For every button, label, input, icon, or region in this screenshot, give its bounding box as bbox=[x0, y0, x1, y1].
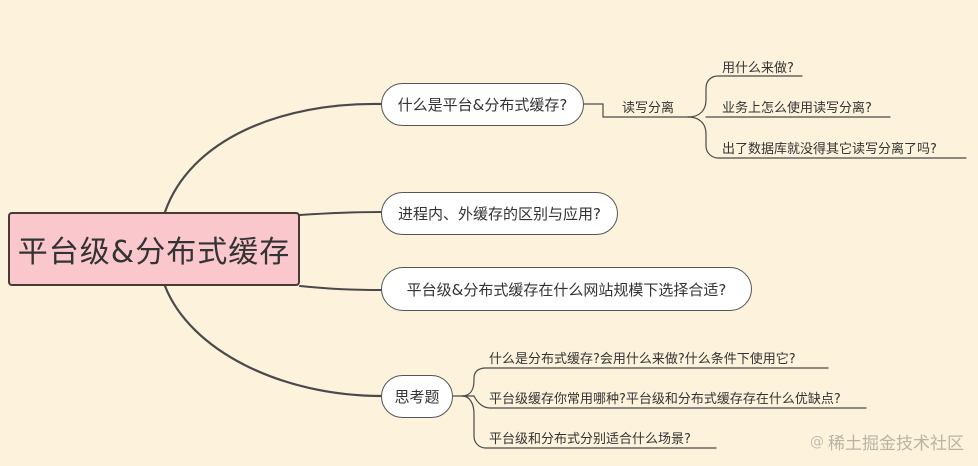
topic-in-out-process-cache[interactable]: 进程内、外缓存的区别与应用? bbox=[381, 192, 618, 235]
thinking-item[interactable]: 什么是分布式缓存?会用什么来做?什么条件下使用它? bbox=[489, 352, 796, 367]
connector-topic1-subtopic bbox=[583, 103, 689, 118]
connector-subtopic-bracket bbox=[687, 75, 803, 118]
read-write-item[interactable]: 出了数据库就没得其它读写分离了吗? bbox=[722, 142, 937, 157]
topic-label: 进程内、外缓存的区别与应用? bbox=[398, 205, 601, 223]
root-label: 平台级&分布式缓存 bbox=[17, 235, 291, 270]
read-write-item[interactable]: 用什么来做? bbox=[722, 61, 794, 76]
thinking-item[interactable]: 平台级和分布式分别适合什么场景? bbox=[489, 432, 691, 447]
connector-root-topic-2 bbox=[299, 211, 383, 216]
topic-label: 什么是平台&分布式缓存? bbox=[397, 96, 568, 114]
connector-thinking-1 bbox=[451, 367, 829, 397]
connector-root-topic-3 bbox=[299, 285, 383, 291]
connector-thinking-3 bbox=[461, 395, 717, 449]
watermark: @ 稀土掘金技术社区 bbox=[810, 429, 964, 455]
topic-what-is-cache[interactable]: 什么是平台&分布式缓存? bbox=[381, 83, 584, 126]
at-icon: @ bbox=[810, 433, 824, 450]
topic-label: 思考题 bbox=[394, 388, 440, 406]
connector-root-topic-1 bbox=[163, 102, 384, 214]
connector-thinking-2 bbox=[461, 395, 867, 409]
connector-subtopic-item-3 bbox=[687, 116, 967, 159]
subtopic-read-write-split[interactable]: 读写分离 bbox=[622, 101, 675, 116]
thinking-item[interactable]: 平台级缓存你常用哪种?平台级和分布式缓存存在什么优缺点? bbox=[489, 392, 841, 407]
read-write-item[interactable]: 业务上怎么使用读写分离? bbox=[722, 101, 872, 116]
root-node[interactable]: 平台级&分布式缓存 bbox=[8, 212, 300, 286]
watermark-text: 稀土掘金技术社区 bbox=[828, 434, 964, 454]
topic-label: 平台级&分布式缓存在什么网站规模下选择合适? bbox=[406, 280, 727, 299]
topic-thinking[interactable]: 思考题 bbox=[381, 375, 453, 418]
topic-site-scale[interactable]: 平台级&分布式缓存在什么网站规模下选择合适? bbox=[381, 267, 752, 311]
connector-root-topic-4 bbox=[163, 284, 384, 398]
